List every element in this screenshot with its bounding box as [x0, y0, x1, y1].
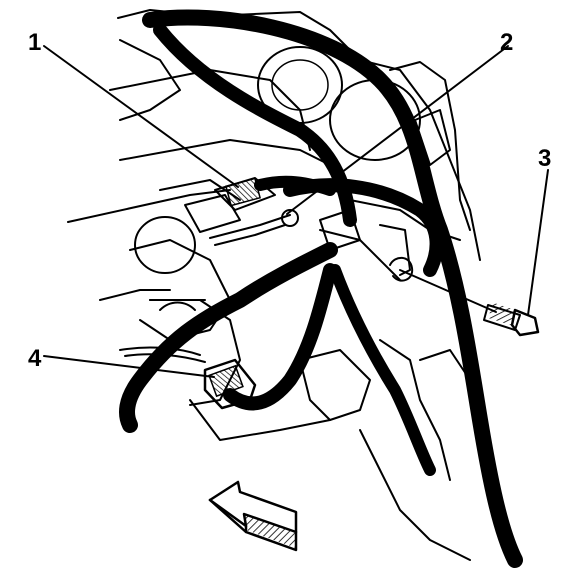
connector-4: [203, 358, 257, 410]
leader-line-1: [43, 45, 239, 188]
callout-3: 3: [538, 145, 551, 172]
wire-harness: [119, 9, 523, 568]
callout-4: 4: [28, 345, 42, 372]
connector-1: [184, 177, 299, 246]
leader-line-4: [43, 355, 215, 378]
callout-2: 2: [500, 29, 513, 56]
bolt-3: [483, 302, 540, 337]
leader-line-2: [286, 45, 509, 215]
leader-line-3: [527, 169, 549, 316]
leader-lines: [43, 45, 549, 378]
leader-line-3b: [399, 269, 497, 313]
direction-arrow: [208, 480, 298, 552]
callout-1: 1: [28, 29, 41, 56]
